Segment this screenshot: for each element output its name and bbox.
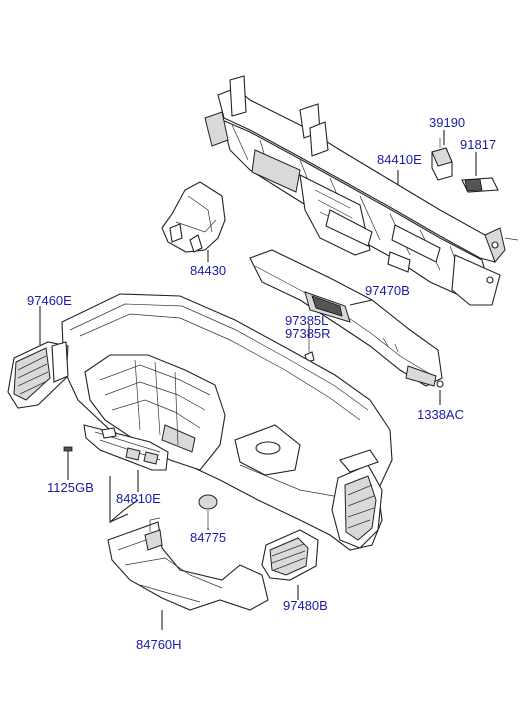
screw-part-1125GB[interactable]: [63, 446, 73, 464]
label-84775[interactable]: 84775: [190, 530, 227, 545]
label-39190[interactable]: 39190: [429, 115, 466, 130]
bracket-part-84430[interactable]: [161, 181, 226, 253]
cowl-crossbar-assembly: [204, 75, 519, 306]
label-84760H[interactable]: 84760H: [136, 637, 182, 652]
label-97480B[interactable]: 97480B: [283, 598, 328, 613]
label-1338AC[interactable]: 1338AC: [417, 407, 464, 422]
crash-pad-main-panel: [61, 293, 393, 551]
connector-part-91817[interactable]: [461, 177, 499, 193]
label-1125GB[interactable]: 1125GB: [47, 480, 94, 495]
cap-part-84775[interactable]: [198, 494, 218, 528]
lower-panel-part-84760H[interactable]: [107, 517, 269, 611]
label-97460E[interactable]: 97460E: [27, 293, 72, 308]
leader-lines: [39, 130, 477, 630]
label-91817[interactable]: 91817: [460, 137, 497, 152]
label-84410E[interactable]: 84410E: [377, 152, 422, 167]
label-84430[interactable]: 84430: [190, 263, 227, 278]
label-97470B[interactable]: 97470B: [365, 283, 410, 298]
clip-part-97385[interactable]: [304, 338, 315, 363]
label-97385R[interactable]: 97385R: [285, 326, 331, 341]
lower-cover-part-84810E[interactable]: [83, 424, 169, 471]
side-vent-part-97480B[interactable]: [261, 529, 319, 581]
relay-part-39190[interactable]: [431, 138, 453, 181]
label-84810E[interactable]: 84810E: [116, 491, 161, 506]
label-97385L[interactable]: 97385L: [285, 313, 329, 328]
side-vent-part-97460E[interactable]: [7, 341, 69, 409]
center-air-duct-part-97470B[interactable]: [249, 249, 444, 388]
